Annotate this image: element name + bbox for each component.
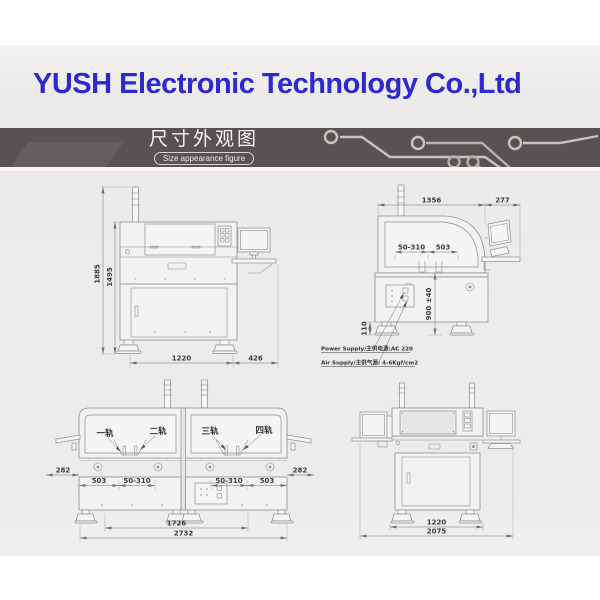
callout-power-supply: Power Supply/主供电源:AC 220 bbox=[321, 345, 413, 353]
dimensions: 1885 1495 1220 426 bbox=[94, 186, 279, 367]
signal-tower bbox=[131, 186, 140, 223]
dim-right-rail-range: 50-310 bbox=[215, 477, 242, 485]
machine-cabinet bbox=[394, 452, 481, 511]
left-monitor bbox=[351, 411, 393, 448]
dim-overall-height: 1885 bbox=[94, 264, 102, 284]
machine-cabinet bbox=[119, 283, 238, 341]
signal-towers bbox=[163, 379, 209, 409]
dim-monitor-ext: 277 bbox=[495, 197, 510, 205]
circuit-traces bbox=[340, 134, 599, 167]
keyboard-tray bbox=[481, 246, 521, 271]
leveling-feet bbox=[116, 339, 238, 354]
dual-front-view-drawing: 一轨 二轨 三轨 四轨 bbox=[46, 379, 314, 542]
dim-overall-width: 2075 bbox=[427, 528, 447, 536]
machine-covers bbox=[78, 407, 288, 511]
machine-base bbox=[78, 460, 288, 511]
dim-monitor-ext: 426 bbox=[248, 355, 263, 363]
dim-left-rail-range: 50-310 bbox=[123, 477, 150, 485]
signal-towers bbox=[398, 382, 476, 409]
banner-highlight-decoration bbox=[7, 142, 124, 167]
dimensions: 282 282 503 50-310 50-310 503 1726 2732 bbox=[46, 467, 314, 542]
dim-body-width: 1220 bbox=[427, 519, 447, 527]
circuit-node-icons bbox=[323, 129, 523, 167]
monitor bbox=[485, 219, 512, 247]
dim-rail-offset: 503 bbox=[436, 244, 451, 252]
dim-right-offset: 503 bbox=[260, 477, 275, 485]
machine-cover bbox=[377, 215, 486, 274]
side-view-drawing: 1356 277 50-310 503 900 ±40 110 Power Su… bbox=[321, 184, 521, 367]
supply-callouts: Power Supply/主供电源:AC 220 Air Supply/主供气源… bbox=[321, 292, 418, 367]
keyboard-tray bbox=[231, 258, 277, 274]
dim-body-height: 1495 bbox=[106, 267, 114, 287]
dim-left-offset: 503 bbox=[92, 477, 107, 485]
rail-label-2: 二轨 bbox=[149, 426, 167, 437]
dim-foot-height: 110 bbox=[361, 321, 369, 336]
right-monitor bbox=[482, 410, 521, 449]
callout-air-supply: Air Supply/主供气源: 4-6Kgf/cm2 bbox=[321, 359, 418, 367]
leveling-feet bbox=[74, 509, 294, 524]
dim-rail-range: 50-310 bbox=[398, 244, 425, 252]
dim-body-width: 1220 bbox=[172, 355, 192, 363]
dimensions: 1220 2075 bbox=[359, 443, 514, 540]
dim-right-ext: 282 bbox=[293, 467, 308, 475]
electrical-panel bbox=[385, 284, 415, 308]
leveling-feet bbox=[374, 321, 475, 336]
banner-titles: 尺寸外观图 Size appearance figure bbox=[146, 129, 262, 165]
rail-label-3: 三轨 bbox=[201, 426, 219, 437]
side-tables bbox=[55, 434, 312, 451]
rail-label-4: 四轨 bbox=[255, 425, 273, 436]
banner-subtitle: Size appearance figure bbox=[162, 154, 246, 163]
banner-title: 尺寸外观图 bbox=[148, 129, 259, 150]
dim-left-ext: 282 bbox=[56, 467, 71, 475]
monitor bbox=[237, 227, 271, 260]
front-view-drawing: 1885 1495 1220 426 bbox=[94, 186, 279, 367]
banner-divider bbox=[0, 167, 600, 171]
control-panel bbox=[217, 225, 232, 247]
machine-body bbox=[119, 221, 238, 285]
control-panel bbox=[462, 410, 473, 432]
rail-labels: 一轨 二轨 三轨 四轨 bbox=[96, 425, 273, 453]
board-rails bbox=[418, 261, 443, 273]
dual-side-view-drawing: 1220 2075 bbox=[351, 382, 521, 540]
company-title: YUSH Electronic Technology Co.,Ltd bbox=[33, 68, 522, 100]
rail-label-1: 一轨 bbox=[96, 428, 114, 439]
leveling-feet bbox=[390, 509, 483, 524]
dim-overall-width: 2732 bbox=[174, 530, 194, 538]
dim-body-depth: 1356 bbox=[422, 197, 442, 205]
button-box bbox=[469, 442, 478, 451]
dim-inner-width: 1726 bbox=[167, 520, 187, 528]
dimensions: 1356 277 50-310 503 900 ±40 110 bbox=[361, 197, 521, 336]
dim-work-height: 900 ±40 bbox=[425, 288, 433, 321]
circuit-trace-decoration bbox=[323, 129, 599, 167]
banner-subtitle-pill: Size appearance figure bbox=[153, 152, 255, 165]
section-banner: 尺寸外观图 Size appearance figure bbox=[0, 128, 600, 167]
signal-tower bbox=[397, 184, 405, 217]
